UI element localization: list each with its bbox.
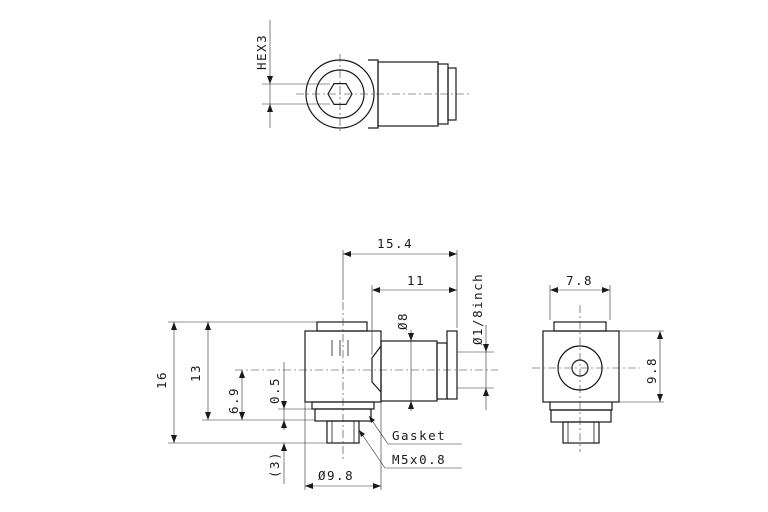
dim-9-8-label: 9.8 bbox=[644, 357, 659, 384]
top-view: HEX3 bbox=[254, 20, 470, 134]
dim-phi9-8-label: Ø9.8 bbox=[318, 468, 354, 483]
dim-13-arrow-bottom bbox=[205, 412, 211, 420]
dim-13-label: 13 bbox=[188, 364, 203, 382]
dim-phi-1-8-arrow-bottom bbox=[483, 388, 489, 396]
dim-11-arrow-left bbox=[372, 287, 380, 293]
dim-phi9-8-arrow-left bbox=[305, 483, 313, 489]
dim-11-label: 11 bbox=[407, 273, 425, 288]
side-view: 7.8 9.8 bbox=[532, 273, 664, 452]
thread-leader-arrow bbox=[359, 430, 365, 437]
thread-leader bbox=[358, 429, 462, 469]
dim-15-4-arrow-right bbox=[449, 251, 457, 257]
dim-phi8-arrow-top bbox=[408, 333, 414, 341]
front-release-ring bbox=[436, 342, 448, 400]
side-thread-stem bbox=[562, 421, 600, 444]
hex-arrow-top bbox=[267, 76, 273, 84]
dim-phi8-arrow-bottom bbox=[408, 401, 414, 409]
dim-16-arrow-bottom bbox=[171, 435, 177, 443]
hex-label: HEX3 bbox=[254, 34, 269, 70]
dim-16-label: 16 bbox=[154, 371, 169, 389]
dim-phi9-8-arrow-right bbox=[373, 483, 381, 489]
front-view: 15.4 11 Ø1/8inch Ø8 16 13 bbox=[154, 236, 498, 490]
dim-16-arrow-top bbox=[171, 322, 177, 330]
dim-6-9-arrow-bottom bbox=[239, 412, 245, 420]
hex-arrow-bottom bbox=[267, 104, 273, 112]
side-gasket bbox=[550, 409, 612, 423]
front-side-boss bbox=[371, 345, 382, 393]
gasket-leader-arrow bbox=[369, 416, 375, 423]
dim-15-4-label: 15.4 bbox=[377, 236, 413, 251]
dim-0-5-label: 0.5 bbox=[267, 377, 282, 404]
front-top-cap bbox=[316, 321, 368, 332]
front-release-collar bbox=[446, 330, 458, 400]
dim-9-8-arrow-bottom bbox=[657, 394, 663, 402]
thread-label: M5x0.8 bbox=[392, 452, 446, 467]
dim-7-8-arrow-right bbox=[602, 287, 610, 293]
dim-7-8-label: 7.8 bbox=[566, 273, 593, 288]
dim-6-9-label: 6.9 bbox=[226, 387, 241, 414]
dim-6-9-arrow-top bbox=[239, 370, 245, 378]
dim-0-5-arrow-bottom bbox=[281, 420, 287, 428]
dim-0-5-arrow-top bbox=[281, 401, 287, 409]
dim-13-arrow-top bbox=[205, 322, 211, 330]
dim-phi-1-8-label: Ø1/8inch bbox=[470, 273, 485, 345]
dim-9-8-arrow-top bbox=[657, 331, 663, 339]
dim-11-arrow-right bbox=[449, 287, 457, 293]
gasket-label: Gasket bbox=[392, 428, 446, 443]
dim-7-8-arrow-left bbox=[550, 287, 558, 293]
front-tube-body bbox=[380, 340, 438, 402]
dim-3-label: (3) bbox=[267, 451, 282, 478]
dim-phi-1-8-arrow-top bbox=[483, 344, 489, 352]
dim-3-arrow-top bbox=[281, 443, 287, 451]
dim-15-4-arrow-left bbox=[343, 251, 351, 257]
gasket-leader bbox=[368, 415, 462, 445]
side-lower-flange bbox=[549, 402, 613, 411]
dim-phi8-label: Ø8 bbox=[395, 312, 410, 330]
side-body bbox=[542, 330, 620, 403]
